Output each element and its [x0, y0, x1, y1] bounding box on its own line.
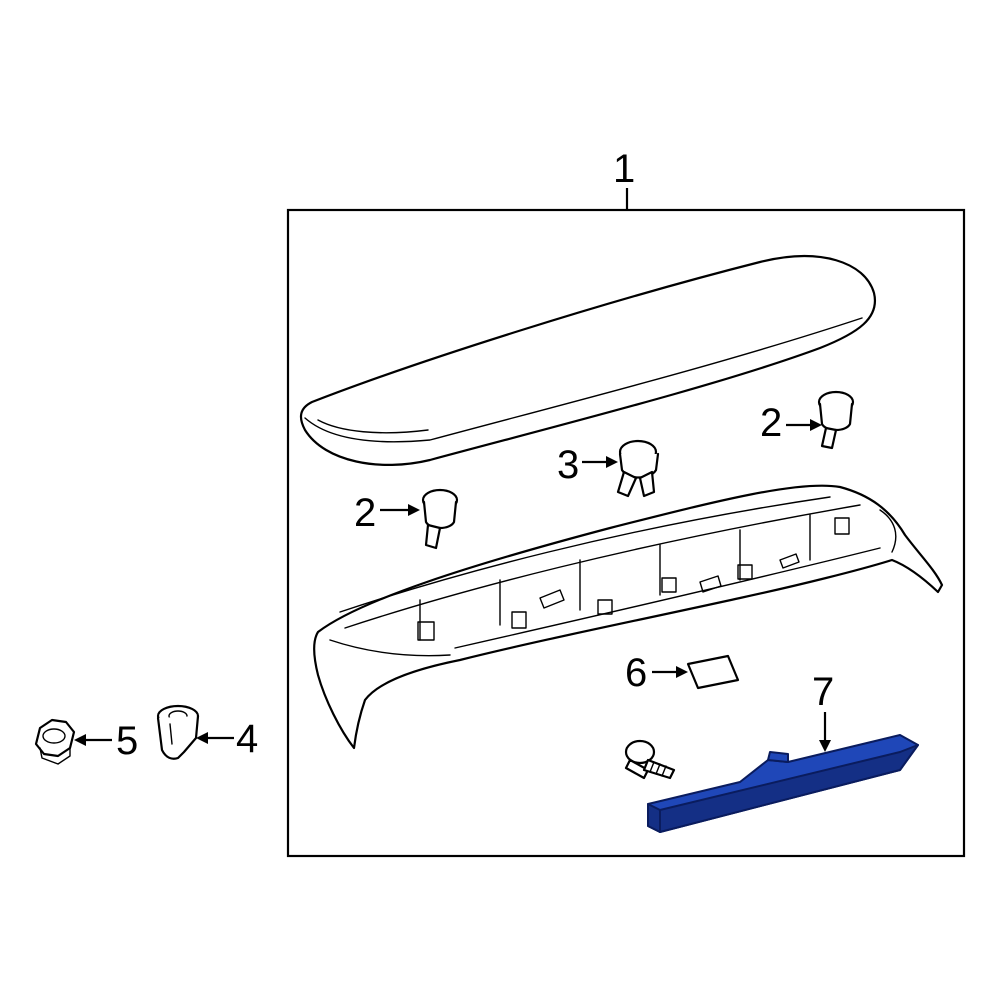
spoiler-top-shell[interactable]: [299, 255, 877, 466]
callout-3[interactable]: 3: [557, 443, 618, 487]
callout-2-left[interactable]: 2: [354, 491, 420, 535]
arrow-icon: [74, 734, 86, 746]
callout-5[interactable]: 5: [74, 719, 138, 763]
arrow-icon: [676, 666, 688, 678]
nut-5[interactable]: [34, 718, 76, 765]
callout-2-right[interactable]: 2: [760, 401, 822, 445]
callout-1[interactable]: 1: [613, 147, 635, 210]
arrow-icon: [408, 504, 420, 516]
clip-3[interactable]: [616, 439, 660, 498]
callout-5-label: 5: [116, 719, 138, 763]
arrow-icon: [810, 419, 822, 431]
brake-lamp-7[interactable]: [647, 734, 919, 833]
arrow-icon: [606, 456, 618, 468]
callout-2-left-label: 2: [354, 491, 376, 535]
callout-1-label: 1: [613, 147, 635, 191]
clip-2-left[interactable]: [421, 488, 459, 550]
callout-7-label: 7: [812, 670, 834, 714]
pad-6[interactable]: [686, 654, 740, 690]
callout-4-label: 4: [236, 717, 258, 761]
arrow-icon: [196, 732, 208, 744]
arrow-icon: [819, 740, 831, 752]
bolt[interactable]: [624, 739, 676, 780]
callout-6-label: 6: [625, 651, 647, 695]
callout-7[interactable]: 7: [812, 670, 834, 752]
clip-2-right[interactable]: [817, 390, 855, 450]
callout-4[interactable]: 4: [196, 717, 258, 761]
grommet-4[interactable]: [156, 704, 200, 760]
callout-3-label: 3: [557, 443, 579, 487]
callout-6[interactable]: 6: [625, 651, 688, 695]
spoiler-lower-panel[interactable]: [313, 484, 944, 750]
callout-2-right-label: 2: [760, 401, 782, 445]
